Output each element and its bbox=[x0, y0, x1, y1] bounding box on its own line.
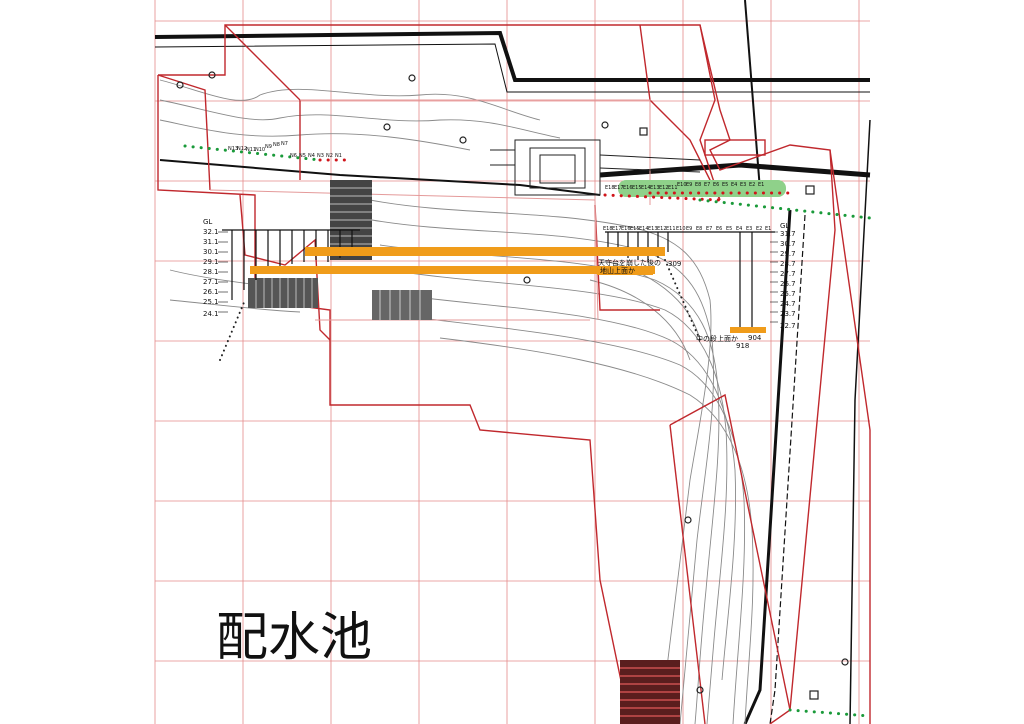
survey-point-label: E2 bbox=[749, 182, 755, 188]
level-label: 26.1 bbox=[203, 288, 219, 296]
level-label: 26.7 bbox=[780, 280, 796, 288]
survey-point-label: E3 bbox=[740, 182, 746, 188]
survey-point-label: E8 bbox=[696, 226, 702, 232]
survey-point-label: E11 bbox=[666, 226, 676, 232]
level-label: 31.7 bbox=[780, 230, 796, 238]
survey-point-label: N1 bbox=[335, 153, 342, 159]
level-label: 29.7 bbox=[780, 250, 796, 258]
survey-point-label: E7 bbox=[704, 182, 710, 188]
reference-grid bbox=[154, 0, 870, 724]
ground-level-bands bbox=[250, 247, 766, 333]
east-point-labels-upper: E18 E17 E16 E15 E14 E13 E12 E11 E10 E9 E… bbox=[605, 182, 764, 191]
level-ticks bbox=[218, 231, 778, 323]
survey-point-label: N9 bbox=[265, 144, 272, 150]
level-header-right: GL bbox=[780, 222, 789, 230]
level-label: 28.1 bbox=[203, 268, 219, 276]
survey-point-label: E17 bbox=[612, 226, 622, 232]
survey-point-label: E18 bbox=[603, 226, 613, 232]
section-right bbox=[605, 231, 775, 330]
middle-value-2: 904 bbox=[748, 334, 762, 342]
survey-point-label: N4 bbox=[308, 153, 315, 159]
survey-point-label: N12 bbox=[237, 146, 247, 152]
survey-point-label: N10 bbox=[255, 147, 265, 153]
level-label: 31.1 bbox=[203, 238, 219, 246]
level-label: 25.1 bbox=[203, 298, 219, 306]
survey-point-label: E12 bbox=[659, 185, 669, 191]
survey-point-label: E18 bbox=[605, 185, 615, 191]
survey-point-label: E5 bbox=[726, 226, 732, 232]
stone-stairs bbox=[248, 180, 680, 724]
level-label: 32.1 bbox=[203, 228, 219, 236]
survey-point-label: E13 bbox=[650, 185, 660, 191]
survey-point-label: E13 bbox=[648, 226, 658, 232]
level-label: 24.1 bbox=[203, 310, 219, 318]
survey-point-label: N7 bbox=[281, 141, 288, 147]
survey-point-label: N11 bbox=[246, 147, 256, 153]
tenshu-note-line2: 地山上面か bbox=[600, 266, 635, 275]
survey-point-label: E4 bbox=[736, 226, 742, 232]
survey-point-label: E9 bbox=[686, 182, 692, 188]
survey-point-label: N6 bbox=[290, 153, 297, 159]
level-label: 25.7 bbox=[780, 290, 796, 298]
contour-lines bbox=[159, 79, 754, 724]
survey-point-label: E10 bbox=[677, 182, 687, 188]
level-scale-left: GL 32.1 31.1 30.1 29.1 28.1 27.1 26.1 25… bbox=[203, 218, 219, 318]
survey-point-label: E2 bbox=[756, 226, 762, 232]
level-label: 29.1 bbox=[203, 258, 219, 266]
survey-point-label: E10 bbox=[676, 226, 686, 232]
level-header-left: GL bbox=[203, 218, 212, 226]
survey-point-label: E1 bbox=[758, 182, 764, 188]
survey-point-label: E6 bbox=[716, 226, 722, 232]
survey-point-label: N8 bbox=[273, 142, 280, 148]
survey-point-label: E1 bbox=[765, 226, 771, 232]
survey-point-label: E4 bbox=[731, 182, 737, 188]
level-label: 30.7 bbox=[780, 240, 796, 248]
gatehouse bbox=[490, 139, 701, 196]
survey-point-label: E15 bbox=[632, 185, 642, 191]
survey-point-label: E8 bbox=[695, 182, 701, 188]
level-label: 30.1 bbox=[203, 248, 219, 256]
annotations: 天守台を崩した後の 地山上面か 309 中の段上面か 918 904 bbox=[597, 258, 762, 350]
boundary-walls bbox=[154, 0, 871, 724]
tenshu-value: 309 bbox=[668, 260, 681, 268]
site-symbols bbox=[176, 71, 849, 700]
middle-note: 中の段上面か bbox=[696, 334, 738, 343]
level-scale-right: GL 31.7 30.7 29.7 28.7 27.7 26.7 25.7 24… bbox=[780, 222, 796, 330]
survey-dots bbox=[183, 144, 872, 718]
survey-point-label: E14 bbox=[641, 185, 651, 191]
survey-point-label: E7 bbox=[706, 226, 712, 232]
survey-point-label: E3 bbox=[746, 226, 752, 232]
survey-point-label: E5 bbox=[722, 182, 728, 188]
survey-point-label: E6 bbox=[713, 182, 719, 188]
survey-point-label: E16 bbox=[621, 226, 631, 232]
vegetation-band bbox=[618, 180, 786, 197]
level-label: 23.7 bbox=[780, 310, 796, 318]
tenshu-note-line1: 天守台を崩した後の bbox=[598, 258, 661, 267]
survey-point-label: E17 bbox=[614, 185, 624, 191]
former-structure-outline bbox=[157, 24, 871, 724]
level-label: 28.7 bbox=[780, 260, 796, 268]
survey-point-label: E16 bbox=[623, 185, 633, 191]
survey-point-label: E14 bbox=[639, 226, 649, 232]
middle-value-1: 918 bbox=[736, 342, 749, 350]
page-title: 配水池 bbox=[216, 608, 372, 668]
survey-point-label: E15 bbox=[630, 226, 640, 232]
north-point-labels: N13 N12 N11 N10 N9 N8 N7 N6 N5 N4 N3 N2 … bbox=[228, 141, 342, 159]
survey-point-label: N5 bbox=[299, 153, 306, 159]
level-label: 24.7 bbox=[780, 300, 796, 308]
level-label: 22.7 bbox=[780, 322, 796, 330]
east-point-labels-section: E18 E17 E16 E15 E14 E13 E12 E11 E10 E9 E… bbox=[603, 226, 771, 232]
level-label: 27.1 bbox=[203, 278, 219, 286]
survey-point-label: N2 bbox=[326, 153, 333, 159]
survey-point-label: N3 bbox=[317, 153, 324, 159]
survey-point-label: N13 bbox=[228, 146, 238, 152]
survey-point-label: E9 bbox=[686, 226, 692, 232]
survey-point-label: E11 bbox=[668, 185, 678, 191]
survey-point-label: E12 bbox=[657, 226, 667, 232]
level-label: 27.7 bbox=[780, 270, 796, 278]
